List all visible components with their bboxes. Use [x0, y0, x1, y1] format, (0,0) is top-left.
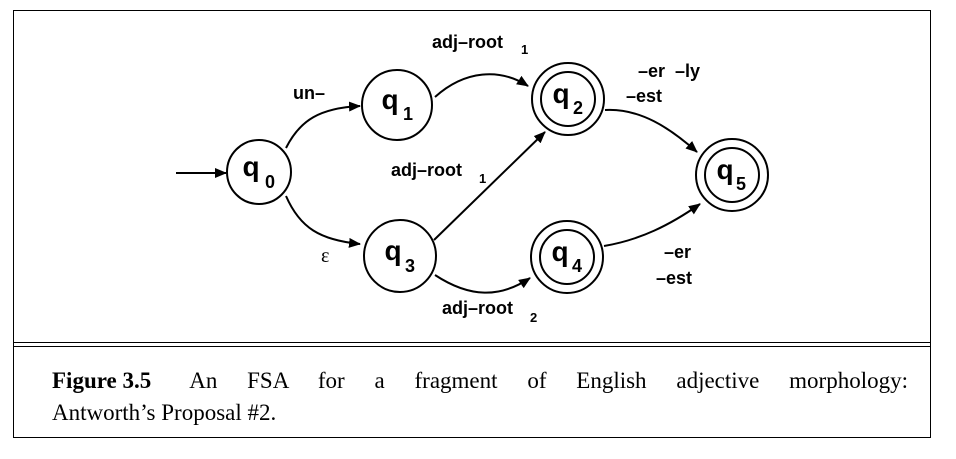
caption-line-1: Figure 3.5 An FSA for a fragment of Engl… [52, 365, 908, 397]
state-q1-subscript: 1 [403, 104, 413, 124]
caption-divider-bottom [14, 346, 930, 347]
edge-label-q1-q2-subscript: 1 [521, 42, 528, 57]
edge-q1-q2 [434, 73, 529, 98]
state-q4: q 4 [530, 220, 604, 294]
state-q1: q 1 [361, 69, 433, 141]
caption-label: Figure 3.5 [52, 368, 152, 393]
caption-text-line-1: An FSA for a fragment of English adjecti… [189, 368, 908, 393]
edge-label-q0-q3: ε [321, 245, 329, 267]
edge-label-q3-q4-subscript: 2 [530, 310, 537, 325]
edge-label-q3-q4: adj–root [442, 298, 513, 318]
state-q4-letter: q [551, 236, 568, 267]
edge-label-q0-q1: un– [293, 83, 325, 103]
state-q2: q 2 [531, 62, 605, 136]
state-q3-letter: q [384, 235, 401, 266]
state-q5-subscript: 5 [736, 174, 746, 194]
edge-label-q4-q5-line1: –er [664, 242, 691, 262]
edge-q3-q4 [434, 274, 531, 294]
caption-text-line-2: Antworth’s Proposal #2. [52, 400, 277, 425]
state-q2-letter: q [552, 78, 569, 109]
state-q4-subscript: 4 [572, 256, 582, 276]
edge-q2-q5 [604, 108, 698, 153]
edge-label-q4-q5-line2: –est [656, 268, 692, 288]
edge-label-q2-q5-line1: –er –ly [638, 61, 700, 81]
figure-caption: Figure 3.5 An FSA for a fragment of Engl… [52, 365, 908, 429]
state-q3: q 3 [363, 219, 437, 293]
state-q0-letter: q [242, 151, 259, 182]
state-q0-subscript: 0 [265, 172, 275, 192]
edge-label-q3-q2-subscript: 1 [479, 171, 486, 186]
edge-label-q3-q2: adj–root [391, 160, 462, 180]
edge-q0-q1 [285, 101, 361, 149]
state-q5: q 5 [695, 138, 769, 212]
edge-q4-q5 [603, 203, 701, 247]
edge-q3-q2 [433, 131, 546, 241]
state-q0: q 0 [226, 139, 292, 205]
state-q3-subscript: 3 [405, 256, 415, 276]
state-q2-subscript: 2 [573, 98, 583, 118]
caption-divider-top [14, 342, 930, 343]
edge-q0-q3 [285, 195, 361, 248]
fsa-diagram: q 0 q 1 q 2 q 3 q 4 q 5 un– ε adj–root 1… [176, 32, 769, 325]
figure-frame [13, 10, 931, 438]
edge-label-q2-q5-line2: –est [626, 86, 662, 106]
state-q1-letter: q [381, 84, 398, 115]
state-q5-letter: q [716, 154, 733, 185]
edge-label-q1-q2: adj–root [432, 32, 503, 52]
